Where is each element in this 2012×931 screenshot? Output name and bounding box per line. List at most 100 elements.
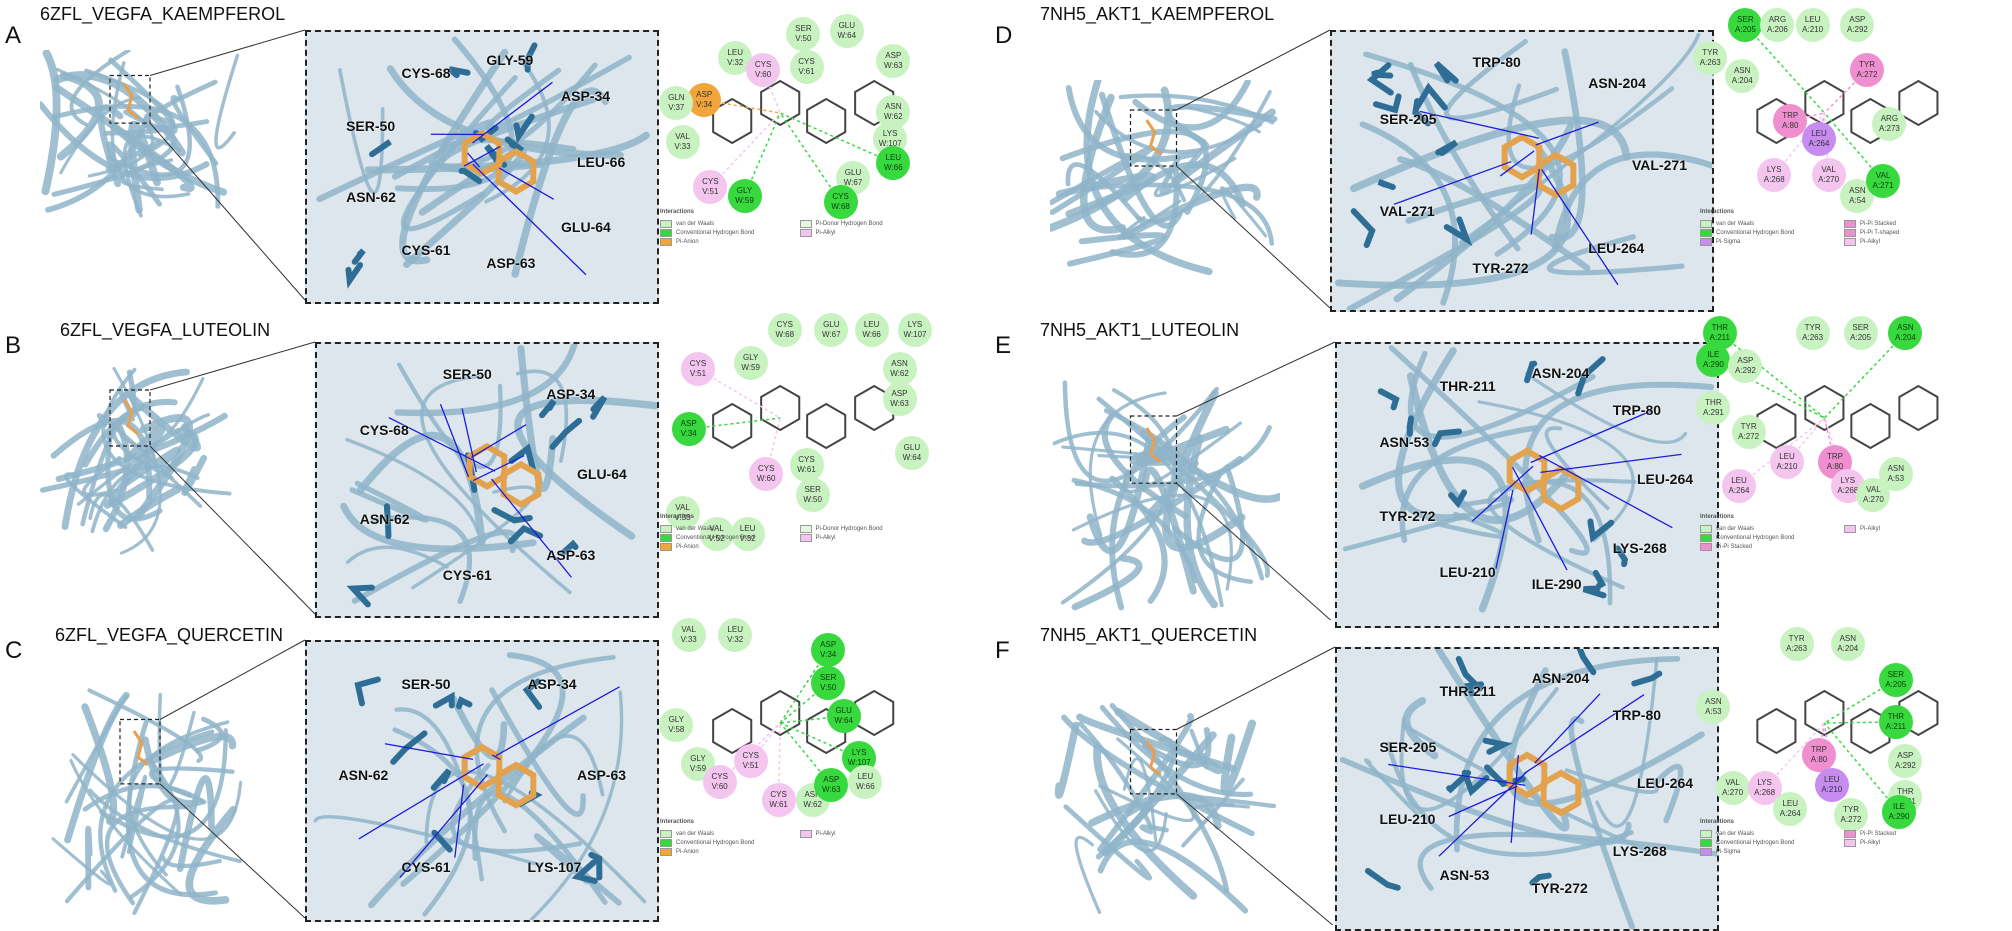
legend-header: Interactions: [1700, 819, 2000, 825]
residue-chain: A:204: [1837, 644, 1858, 654]
legend-entry: Pi-Anion: [660, 847, 699, 856]
residue-name: LEU: [864, 320, 880, 330]
panel-letter: C: [5, 637, 22, 665]
residue-chain: W:61: [797, 465, 816, 475]
residue-name: ASN: [1705, 697, 1721, 707]
ligand-structure: [807, 404, 845, 448]
residue-chain: A:80: [1811, 755, 1827, 765]
residue-name: CYS: [690, 359, 706, 369]
legend-entry: Pi-Sigma: [1700, 237, 1740, 246]
residue-chain: W:50: [803, 495, 822, 505]
legend-entry: Pi-Donor Hydrogen Bond: [800, 219, 883, 228]
residue-chain: A:54: [1849, 196, 1865, 206]
residue-chain: W:66: [884, 163, 903, 173]
legend-swatch: [1844, 238, 1856, 246]
protein-overview: [40, 360, 240, 560]
legend-entry: Conventional Hydrogen Bond: [660, 533, 754, 542]
legend-swatch: [660, 830, 672, 838]
legend-swatch: [1700, 543, 1712, 551]
residue-chain: V:34: [696, 100, 712, 110]
legend-label: Conventional Hydrogen Bond: [1716, 840, 1794, 846]
residue-chain: A:268: [1764, 175, 1785, 185]
residue-chain: V:58: [668, 725, 684, 735]
residue-chain: V:32: [727, 635, 743, 645]
residue-chain: A:53: [1888, 474, 1904, 484]
legend-entry: Conventional Hydrogen Bond: [1700, 228, 1794, 237]
legend-entry: Pi-Pi T-shaped: [1844, 228, 1899, 237]
legend-swatch: [1700, 830, 1712, 838]
legend-label: Pi-Anion: [676, 849, 699, 855]
legend-label: Conventional Hydrogen Bond: [676, 535, 754, 541]
protein-ribbon: [1447, 42, 1557, 119]
residue-name: ASP: [820, 640, 836, 650]
residue-stick: [358, 679, 378, 703]
residue-label: LEU-264: [1588, 240, 1644, 256]
protein-ribbon: [1224, 724, 1252, 791]
legend-label: Pi-Pi Stacked: [1860, 221, 1896, 227]
panel-title: 7NH5_AKT1_LUTEOLIN: [1040, 320, 1239, 341]
legend-label: Pi-Donor Hydrogen Bond: [816, 526, 883, 532]
legend-swatch: [1844, 229, 1856, 237]
legend-swatch: [1844, 830, 1856, 838]
residue-name: LEU: [727, 625, 743, 635]
residue-name: LEU: [1805, 15, 1821, 25]
residue-label: SER-50: [443, 366, 492, 382]
residue-name: GLY: [743, 353, 758, 363]
residue-name: LYS: [1841, 476, 1856, 486]
residue-name: SER: [1852, 323, 1868, 333]
residue-name: VAL: [1725, 778, 1740, 788]
legend-swatch: [800, 220, 812, 228]
residue-name: TYR: [1859, 60, 1875, 70]
legend-label: Conventional Hydrogen Bond: [1716, 230, 1794, 236]
residue-stick: [355, 251, 364, 262]
residue-chain: V:60: [755, 70, 771, 80]
residue-name: ASN: [1840, 634, 1856, 644]
residue-chain: W:64: [838, 31, 857, 41]
legend-entry: Pi-Sigma: [1700, 847, 1740, 856]
legend-entry: Conventional Hydrogen Bond: [1700, 533, 1794, 542]
residue-chain: A:268: [1754, 788, 1775, 798]
residue-name: LEU: [1731, 476, 1747, 486]
residue-name: GLU: [904, 443, 920, 453]
residue-label: ASP-63: [486, 255, 535, 271]
legend-label: Pi-Alkyl: [816, 230, 836, 236]
legend-label: van der Waals: [676, 526, 714, 532]
residue-chain: V:33: [681, 635, 697, 645]
legend-entry: van der Waals: [660, 219, 714, 228]
residue-label: VAL-271: [1632, 157, 1687, 173]
legend-entry: Pi-Pi Stacked: [1844, 829, 1896, 838]
residue-name: GLY: [690, 754, 705, 764]
residue-stick: [1368, 871, 1398, 888]
legend-entry: Conventional Hydrogen Bond: [1700, 838, 1794, 847]
legend-label: Pi-Donor Hydrogen Bond: [816, 221, 883, 227]
residue-chain: A:206: [1767, 25, 1788, 35]
residue-chain: A:273: [1879, 124, 1900, 134]
residue-chain: A:272: [1857, 70, 1878, 80]
residue-name: TYR: [1843, 805, 1859, 815]
residue-label: TYR-272: [1532, 880, 1588, 896]
legend-label: van der Waals: [1716, 221, 1754, 227]
legend-entry: Pi-Pi Stacked: [1700, 542, 1752, 551]
legend-swatch: [1700, 220, 1712, 228]
ligand-structure: [1805, 691, 1843, 735]
